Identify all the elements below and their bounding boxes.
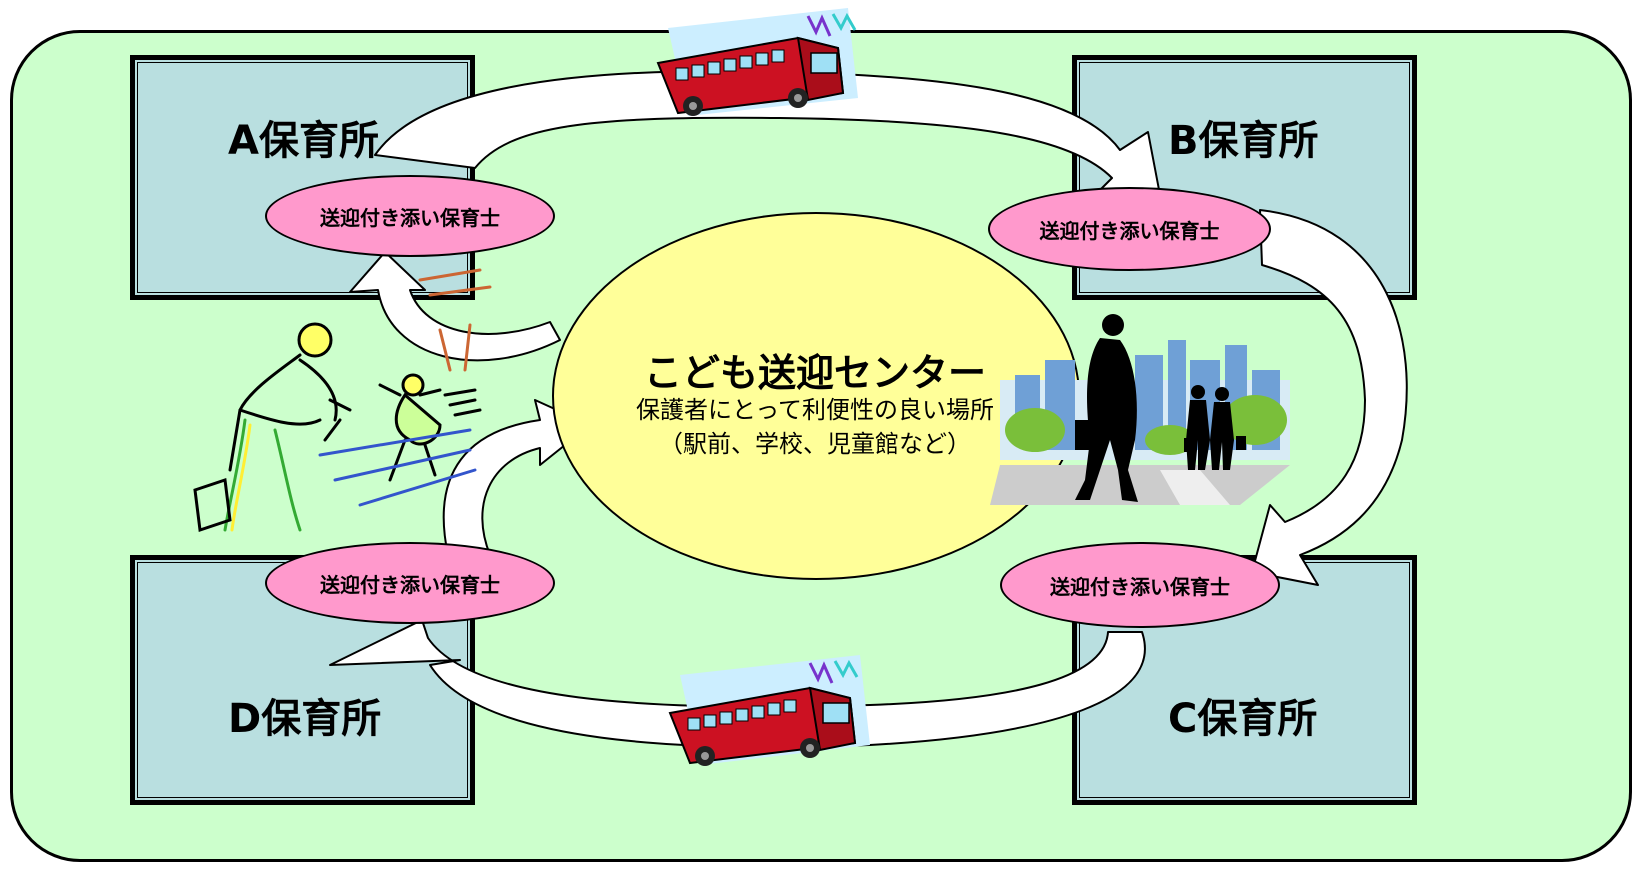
bus-icon: [668, 655, 870, 766]
nursery-a-title: A保育所: [228, 118, 379, 164]
escort-label: 送迎付き添い保育士: [320, 205, 500, 230]
escort-ellipse-c: 送迎付き添い保育士: [1000, 542, 1280, 628]
arrow-b-to-c: [1251, 209, 1408, 586]
escort-label: 送迎付き添い保育士: [1050, 574, 1230, 599]
escort-ellipse-a: 送迎付き添い保育士: [265, 175, 555, 257]
center-title: こども送迎センター: [643, 351, 986, 395]
commuter-city-clipart: [990, 314, 1290, 505]
arrow-a-to-b: [374, 70, 1161, 196]
arrow-center-to-a: [349, 251, 561, 362]
parent-child-clipart: [193, 268, 492, 533]
bus-icon: [656, 8, 858, 116]
center-examples: （駅前、学校、児童館など）: [659, 430, 971, 458]
nursery-d-title: D保育所: [228, 696, 382, 742]
escort-ellipse-d: 送迎付き添い保育士: [265, 542, 555, 624]
escort-label: 送迎付き添い保育士: [1039, 218, 1220, 243]
nursery-c-title: C保育所: [1168, 696, 1318, 742]
nursery-b-title: B保育所: [1168, 118, 1319, 164]
escort-label: 送迎付き添い保育士: [320, 572, 500, 597]
arrow-c-to-d: [329, 619, 1146, 749]
center-subtitle: 保護者にとって利便性の良い場所: [635, 396, 995, 424]
center-ellipse: [552, 212, 1080, 580]
escort-ellipse-b: 送迎付き添い保育士: [988, 187, 1271, 271]
